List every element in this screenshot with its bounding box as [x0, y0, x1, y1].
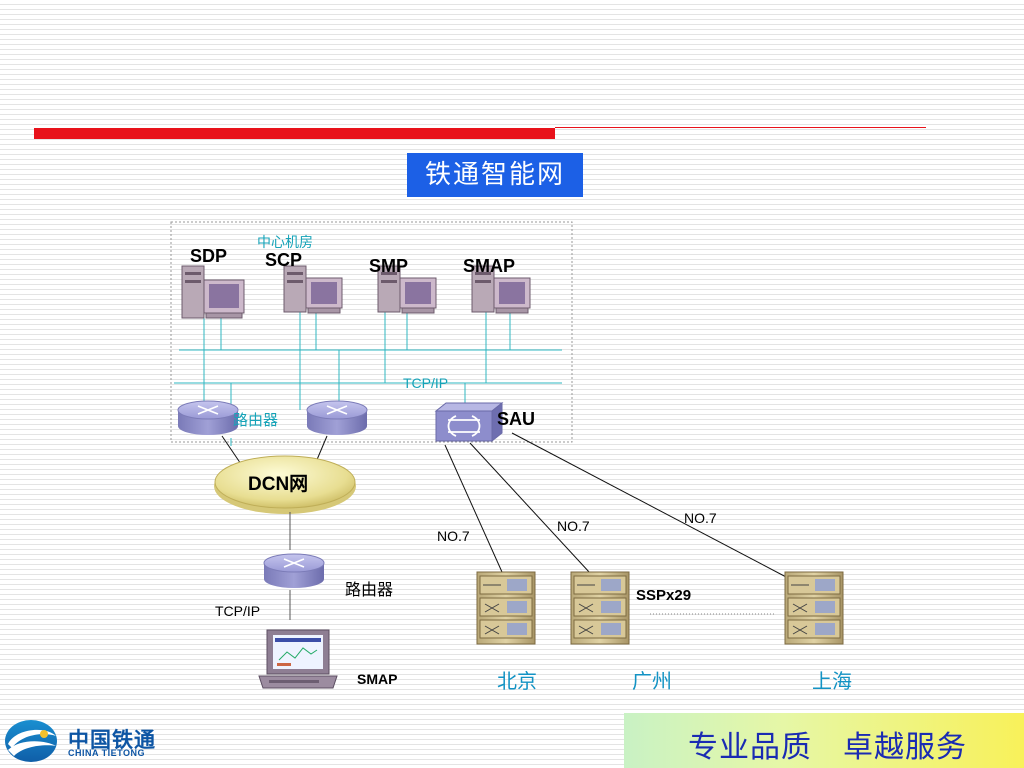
sau-label: SAU: [497, 409, 536, 429]
scp-label: SCP: [265, 250, 303, 270]
city-guangzhou: 广州: [632, 669, 672, 693]
sdp-label: SDP: [190, 246, 228, 266]
router-top-label: 路由器: [233, 411, 279, 429]
smap-terminal-label: SMAP: [357, 671, 398, 687]
smp-label: SMP: [369, 256, 409, 276]
logo-english: CHINA TIETONG: [68, 748, 146, 758]
logo-chinese: 中国铁通: [68, 728, 156, 752]
ssp-switch-beijing: [476, 571, 536, 645]
center-room-boundary: [170, 221, 573, 443]
header-red-bar: [34, 128, 555, 139]
router-icon-1: [177, 400, 239, 435]
header-red-line: [555, 127, 926, 128]
server-smap: [471, 265, 531, 314]
dcn-label: DCN网: [248, 474, 309, 495]
router-bottom-label: 路由器: [345, 580, 394, 599]
server-smp: [377, 265, 437, 314]
center-room-label: 中心机房: [257, 235, 313, 251]
china-tietong-logo-icon: [5, 720, 57, 762]
footer-banner: [624, 713, 1024, 768]
city-shanghai: 上海: [812, 669, 852, 693]
city-beijing: 北京: [497, 669, 537, 693]
server-sdp: [181, 265, 245, 319]
page-title: 铁通智能网: [407, 153, 583, 197]
tcpip-bottom-label: TCP/IP: [215, 603, 261, 619]
ssp-switch-guangzhou: [570, 571, 630, 645]
no7-label-guangzhou: NO.7: [557, 518, 590, 534]
server-scp: [283, 265, 343, 314]
dcn-network-icon: [214, 455, 356, 514]
no7-label-beijing: NO.7: [437, 528, 470, 544]
tcpip-top-label: TCP/IP: [403, 375, 449, 391]
sau-switch-icon: [434, 401, 504, 443]
smap-terminal-icon: [258, 629, 338, 689]
no7-links: [444, 432, 789, 579]
ssp-switch-shanghai: [784, 571, 844, 645]
ssp-label: SSPx29: [636, 587, 692, 604]
smap-server-label: SMAP: [463, 256, 516, 276]
router-icon-2: [306, 400, 368, 435]
footer-slogan: 专业品质 卓越服务: [688, 730, 967, 765]
router-icon-3: [263, 553, 325, 588]
no7-label-shanghai: NO.7: [684, 510, 717, 526]
